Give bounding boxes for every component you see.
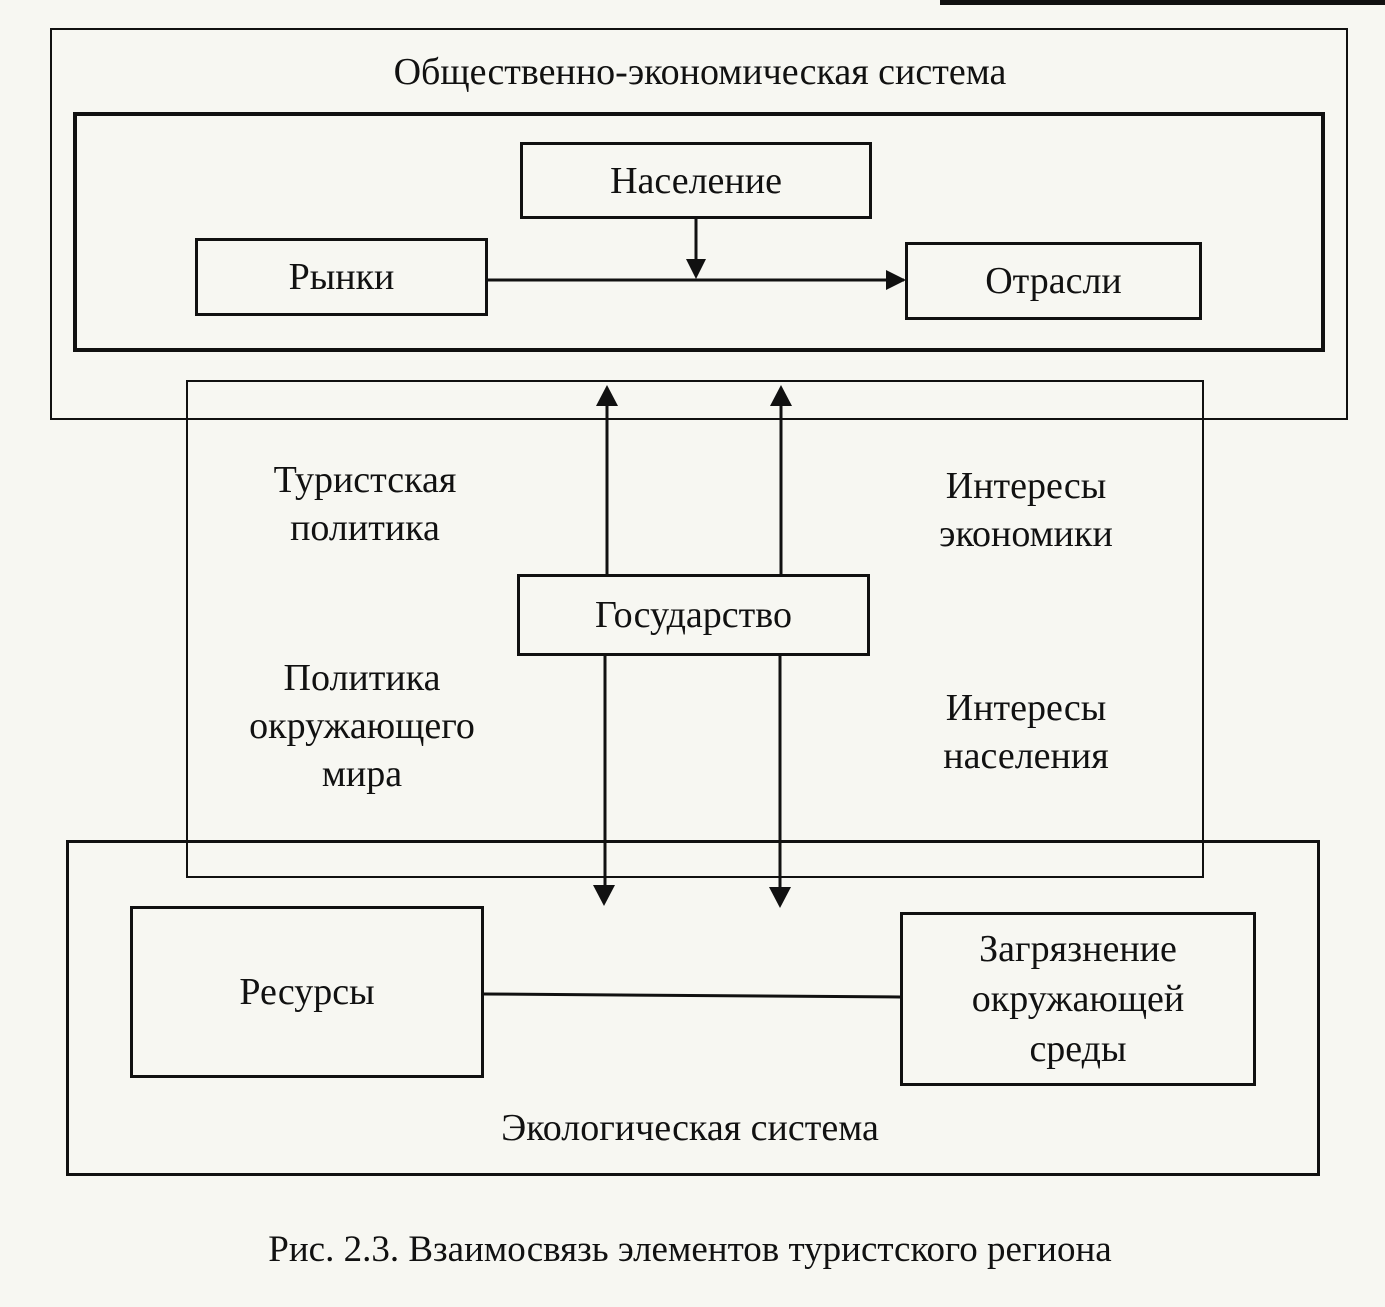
ecological-system-box (66, 840, 1320, 1176)
ecological-system-title: Экологическая система (501, 1107, 879, 1149)
population-arrowhead (686, 259, 706, 279)
right-down-arrowhead (769, 887, 791, 908)
resources-box: Ресурсы (130, 906, 484, 1078)
state-box: Государство (517, 574, 870, 656)
left-up-arrowhead (596, 385, 618, 406)
markets-box: Рынки (195, 238, 488, 316)
industries-box: Отрасли (905, 242, 1202, 320)
pollution-box: Загрязнение окружающей среды (900, 912, 1256, 1086)
resources-pollution-line (483, 992, 901, 999)
tourist-policy-label: Туристская политика (273, 459, 457, 549)
population-interests-label: Интересы населения (943, 687, 1109, 777)
figure-caption: Рис. 2.3. Взаимосвязь элементов туристск… (268, 1229, 1112, 1270)
economy-interests-label: Интересы экономики (939, 465, 1113, 555)
right-up-arrowhead (770, 385, 792, 406)
socio-economic-system-box (50, 28, 1348, 420)
left-down-arrowhead (593, 885, 615, 906)
state-policy-box (186, 380, 1204, 878)
socio-economic-inner-box (73, 112, 1325, 352)
environment-policy-label: Политика окружающего мира (249, 657, 475, 795)
top-rule (940, 0, 1385, 5)
industries-arrowhead (886, 270, 906, 290)
socio-economic-system-title: Общественно-экономическая система (393, 51, 1007, 93)
population-box: Население (520, 142, 872, 219)
